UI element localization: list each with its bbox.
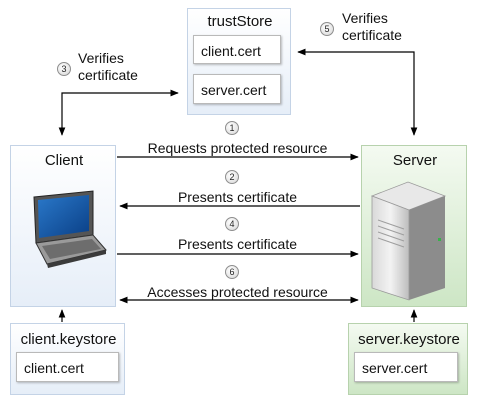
truststore-server-cert: server.cert xyxy=(193,74,281,104)
step-6-marker: 6 xyxy=(225,265,239,279)
step-5-label-line2: certificate xyxy=(342,27,402,43)
client-keystore-cert: client.cert xyxy=(16,352,119,382)
arrow-step5 xyxy=(297,48,418,136)
step-4-label: Presents certificate xyxy=(177,236,298,252)
client-keystore-title: client.keystore xyxy=(20,331,117,348)
server-title: Server xyxy=(392,152,438,169)
truststore-title: trustStore xyxy=(207,13,273,30)
laptop-icon xyxy=(33,190,107,268)
server-tower-icon xyxy=(370,181,447,301)
step-4-marker: 4 xyxy=(225,217,239,231)
step-5-marker: 5 xyxy=(320,22,334,36)
server-keystore-cert: server.cert xyxy=(354,352,458,382)
arrow-step3 xyxy=(58,89,179,136)
step-5-label-line1: Verifies xyxy=(342,10,388,26)
step-3-label-line1: Verifies xyxy=(78,50,124,66)
step-3-marker: 3 xyxy=(57,62,71,76)
server-keystore-title: server.keystore xyxy=(358,331,460,348)
step-1-label: Requests protected resource xyxy=(147,140,328,156)
step-1-marker: 1 xyxy=(225,121,239,135)
step-2-label: Presents certificate xyxy=(177,189,298,205)
client-title: Client xyxy=(44,152,84,169)
step-6-label: Accesses protected resource xyxy=(147,284,328,300)
step-3-label-line2: certificate xyxy=(78,67,138,83)
step-2-marker: 2 xyxy=(225,170,239,184)
truststore-client-cert: client.cert xyxy=(193,35,281,64)
